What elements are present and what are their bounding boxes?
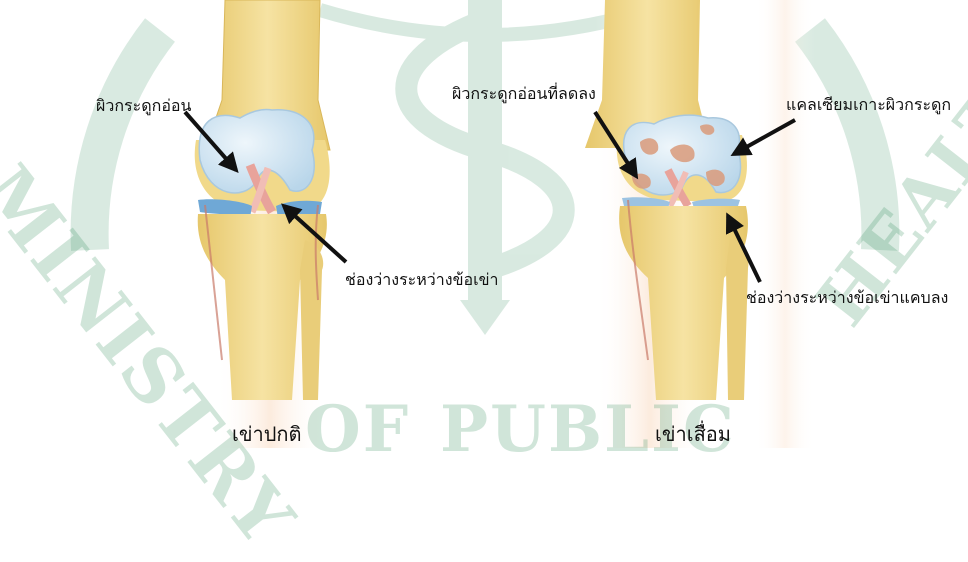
label-reduced-cartilage: ผิวกระดูกอ่อนที่ลดลง xyxy=(452,86,596,102)
caption-arthritic-knee: เข่าเสื่อม xyxy=(655,424,731,444)
watermark-of: OF xyxy=(305,392,410,467)
caption-normal-knee: เข่าปกติ xyxy=(232,424,302,444)
label-calcium-deposit: แคลเซียมเกาะผิวกระดูก xyxy=(786,97,951,113)
label-narrowed-joint-space: ช่องว่างระหว่างข้อเข่าแคบลง xyxy=(746,290,948,306)
label-joint-space: ช่องว่างระหว่างข้อเข่า xyxy=(345,272,499,288)
label-cartilage: ผิวกระดูกอ่อน xyxy=(96,98,191,114)
